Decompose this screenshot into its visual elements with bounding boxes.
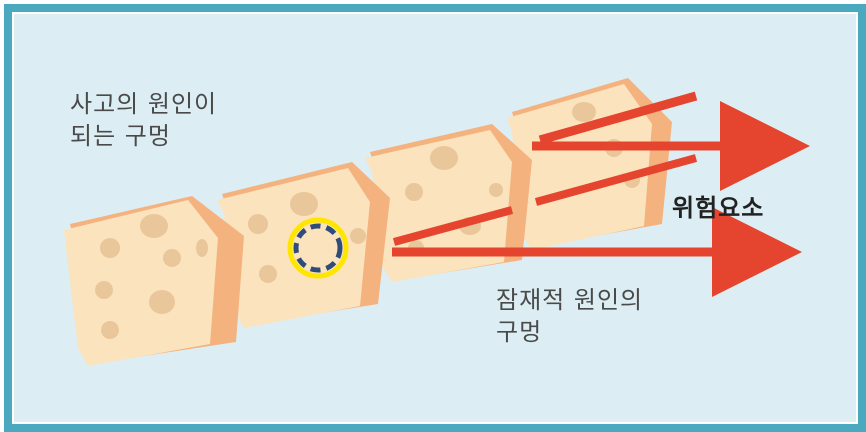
cheese-hole (101, 321, 119, 339)
cheese-hole (259, 265, 277, 283)
cheese-hole (163, 249, 181, 267)
cheese-hole (248, 214, 268, 234)
cheese-hole (290, 192, 318, 216)
cheese-hole (350, 228, 366, 244)
cheese-slice-4 (507, 78, 672, 250)
label-latent-holes: 잠재적 원인의 구멍 (496, 284, 643, 348)
cheese-hole (100, 238, 120, 258)
cheese-hole (149, 290, 175, 314)
cheese-hole (95, 281, 113, 299)
cheese-hole (572, 102, 596, 122)
cheese-hole (430, 146, 458, 170)
cheese-hole (405, 183, 423, 201)
cheese-slice-3 (365, 124, 532, 282)
label-accident-holes: 사고의 원인이 되는 구멍 (70, 88, 217, 152)
cheese-hole (196, 239, 208, 257)
cheese-hole (140, 214, 168, 238)
diagram-frame: 사고의 원인이 되는 구멍 위험요소 잠재적 원인의 구멍 (4, 4, 866, 432)
cheese-hole (489, 183, 503, 197)
label-hazard: 위험요소 (672, 192, 764, 224)
cheese-slice-1 (64, 196, 244, 366)
